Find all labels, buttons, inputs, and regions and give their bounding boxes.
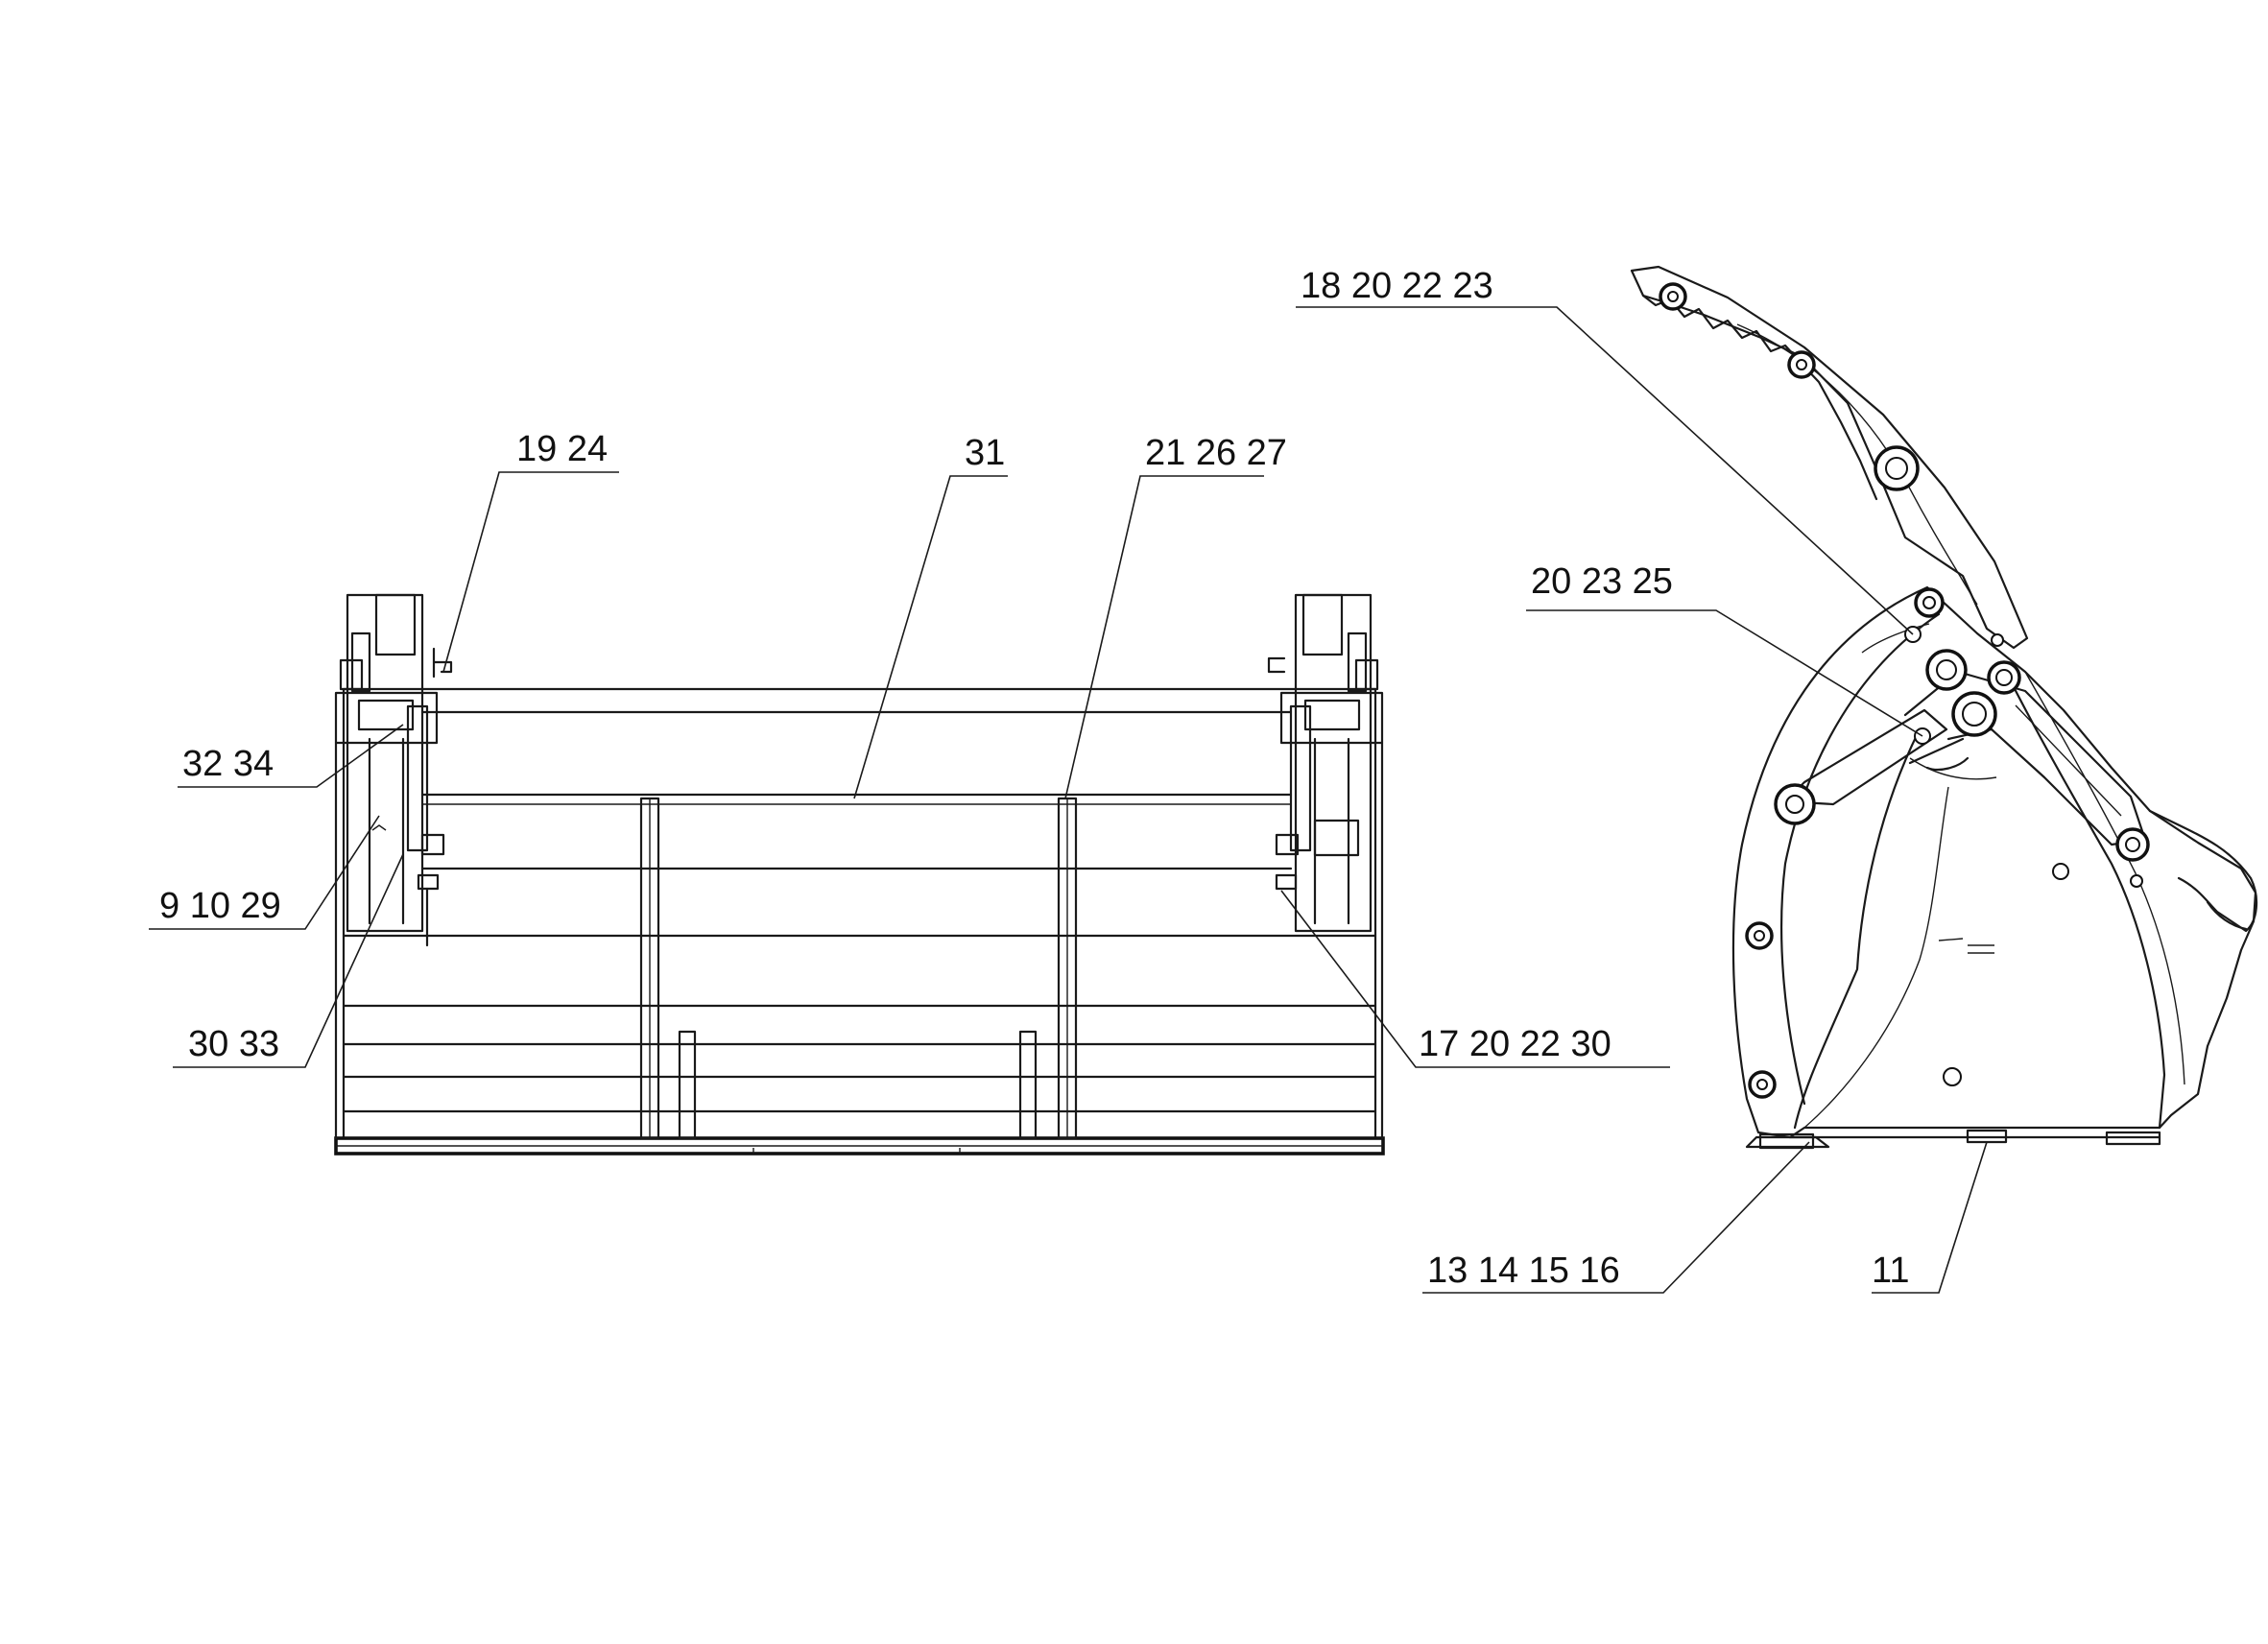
callout-21-26-27: 21 26 27 bbox=[1145, 433, 1287, 473]
callout-30-33: 30 33 bbox=[188, 1024, 279, 1064]
callout-31: 31 bbox=[965, 433, 1005, 473]
callout-18-20-22-23: 18 20 22 23 bbox=[1301, 266, 1493, 306]
callout-20-23-25: 20 23 25 bbox=[1531, 561, 1673, 602]
callout-9-10-29: 9 10 29 bbox=[159, 886, 281, 926]
callout-11: 11 bbox=[1872, 1251, 1909, 1291]
side-view-grapple bbox=[1630, 265, 2258, 1150]
callout-17-20-22-30: 17 20 22 30 bbox=[1419, 1024, 1611, 1064]
right-mount-bracket bbox=[1267, 593, 1384, 1140]
leader-lines bbox=[149, 306, 1988, 1294]
callout-labels: 19 24 31 21 26 27 32 34 9 10 29 30 33 17… bbox=[159, 266, 1909, 1291]
callout-32-34: 32 34 bbox=[182, 744, 274, 784]
front-view-bucket bbox=[334, 593, 1385, 1156]
left-mount-bracket bbox=[334, 593, 453, 1140]
callout-13-14-15-16: 13 14 15 16 bbox=[1427, 1251, 1620, 1291]
callout-19-24: 19 24 bbox=[516, 429, 608, 469]
